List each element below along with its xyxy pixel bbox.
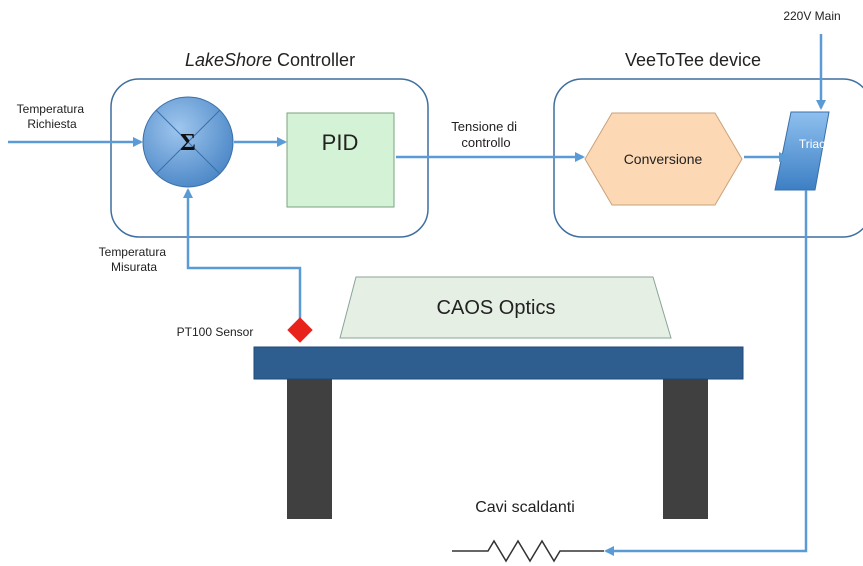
caos-optics-block xyxy=(339,276,672,339)
pid-block xyxy=(286,112,395,208)
table-leg-right xyxy=(663,379,708,519)
table-top xyxy=(253,346,744,380)
conversion-block xyxy=(584,112,743,206)
controller-brand: LakeShore xyxy=(185,50,272,70)
conversion-label: Conversione xyxy=(624,151,703,167)
triac-block xyxy=(774,111,830,191)
table-leg-left xyxy=(287,379,332,519)
pid-label: PID xyxy=(322,130,359,155)
caos-optics-label: CAOS Optics xyxy=(437,297,556,319)
heater-label: Cavi scaldanti xyxy=(475,499,575,516)
mains-label: 220V Main xyxy=(783,9,840,23)
triac-label: Triac xyxy=(799,137,825,151)
pt100-sensor xyxy=(287,317,313,343)
heater-resistor-icon xyxy=(452,539,604,563)
sensor-label: PT100 Sensor xyxy=(177,325,254,339)
device-title: VeeToTee device xyxy=(625,50,761,70)
measured-temp-label: Temperatura Misurata xyxy=(99,245,170,274)
arrow-sensor-feedback xyxy=(183,188,302,322)
controller-title: LakeShore Controller xyxy=(185,50,355,70)
control-voltage-label: Tensione di controllo xyxy=(451,119,520,150)
arrow-triac-to-heater xyxy=(604,190,808,556)
requested-temp-label: Temperatura Richiesta xyxy=(17,102,88,131)
sum-symbol: Σ xyxy=(180,130,196,156)
controller-label: Controller xyxy=(277,50,355,70)
summing-junction: Σ xyxy=(142,96,234,188)
